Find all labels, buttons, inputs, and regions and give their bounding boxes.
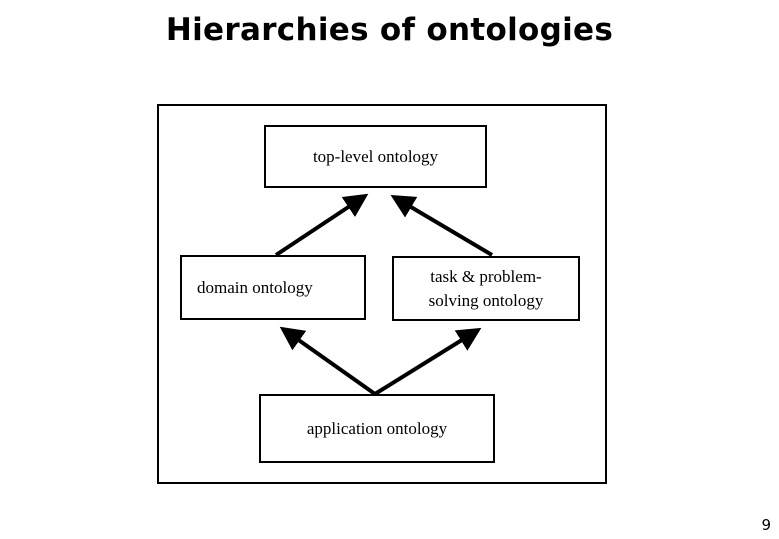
node-application-ontology: application ontology [259, 394, 495, 463]
node-label: domain ontology [197, 277, 313, 297]
node-domain-ontology: domain ontology [180, 255, 366, 320]
slide-title: Hierarchies of ontologies [165, 12, 614, 48]
node-label: application ontology [306, 418, 448, 438]
node-label: top-level ontology [312, 146, 439, 166]
page-number: 9 [761, 516, 771, 534]
diagram-frame [157, 104, 607, 484]
node-top-level-ontology: top-level ontology [264, 125, 487, 188]
node-label: task & problem-solving ontology [428, 266, 544, 310]
node-task-problem-solving-ontology: task & problem-solving ontology [392, 256, 580, 321]
